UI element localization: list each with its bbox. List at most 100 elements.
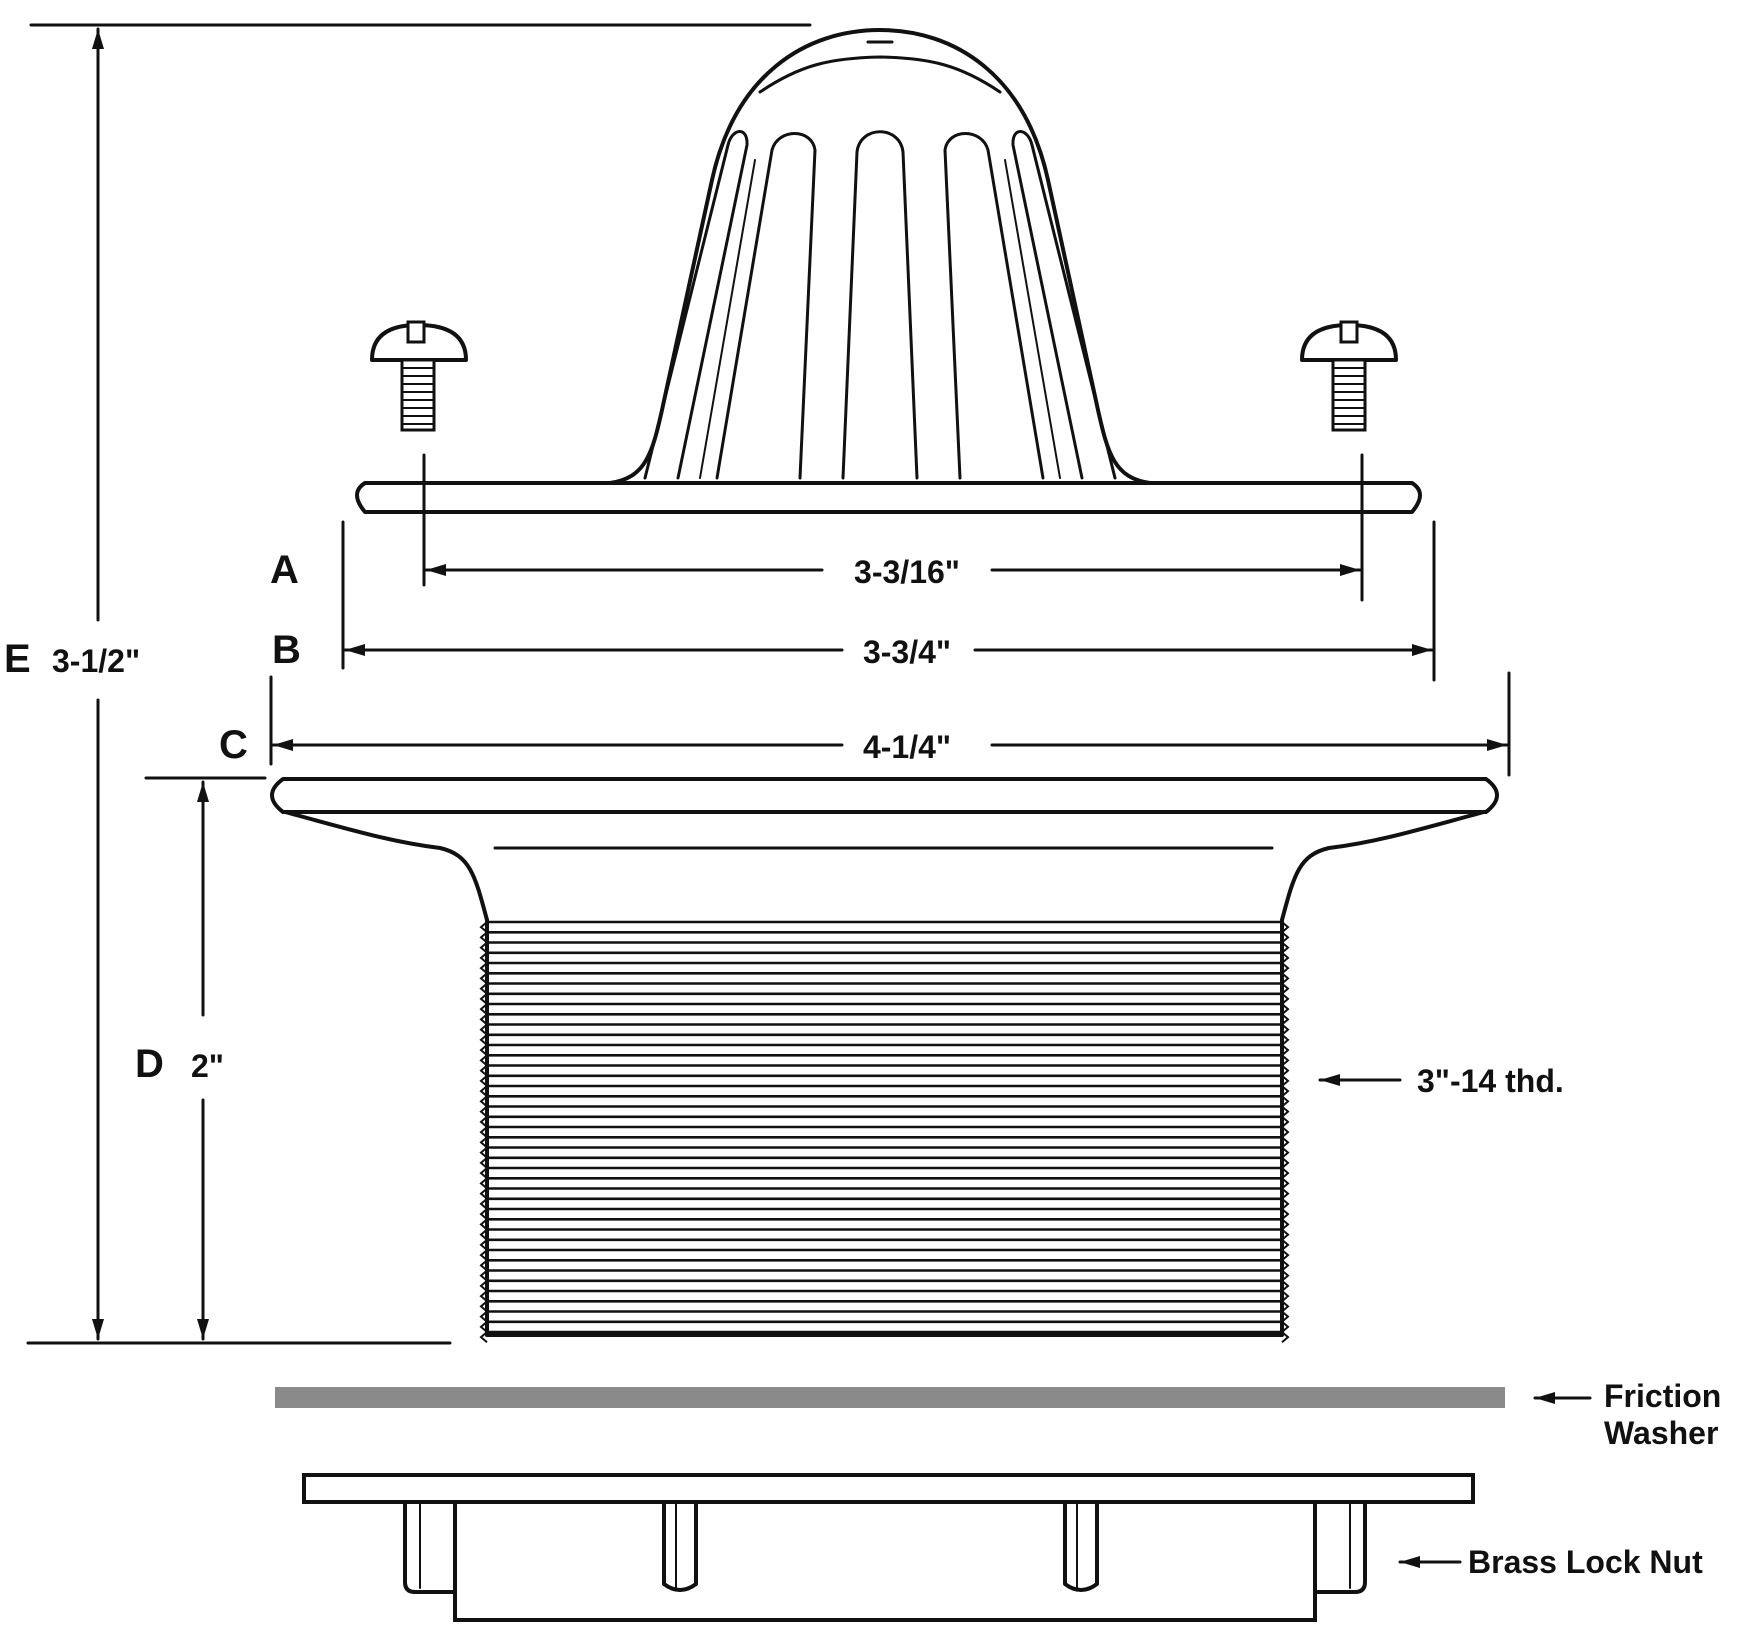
thread-crest-left: [479, 1269, 488, 1282]
thread-crest-left: [479, 1034, 488, 1046]
thread-crest-left: [479, 1280, 488, 1292]
screw-left-icon: [370, 320, 468, 432]
thread-crest-left: [479, 1331, 488, 1343]
thread-crest-left: [479, 982, 488, 995]
thread-crest-left: [479, 1085, 488, 1097]
dim-e-letter: E: [4, 637, 31, 681]
friction-washer: [275, 1387, 1505, 1408]
dim-d-value: 2": [191, 1048, 224, 1084]
thread-crest-right: [1281, 1054, 1290, 1067]
thread-crest-right: [1281, 1085, 1290, 1097]
thread-crest-right: [1281, 1003, 1290, 1015]
thread-crest-right: [1281, 1116, 1290, 1128]
thread-crest-left: [479, 1310, 488, 1323]
thread-crest-left: [479, 1003, 488, 1015]
thread-crest-left: [479, 1126, 488, 1138]
thread-crest-left: [479, 1321, 488, 1333]
thread-crest-left: [479, 1146, 488, 1159]
thread-crest-right: [1281, 982, 1290, 995]
thread-crest-right: [1281, 972, 1290, 985]
thread-crest-right: [1281, 1136, 1290, 1149]
thread-crest-right: [1281, 1187, 1290, 1200]
thread-crest-right: [1281, 1198, 1290, 1210]
thread-crest-left: [479, 931, 488, 944]
thread-crest-right: [1281, 1177, 1290, 1190]
thread-crest-left: [479, 993, 488, 1005]
thread-crest-right: [1281, 1167, 1290, 1179]
thread-crest-right: [1281, 1146, 1290, 1159]
thread-crest-right: [1281, 1321, 1290, 1333]
thread-crest-right: [1281, 962, 1290, 974]
thread-crest-left: [479, 1198, 488, 1210]
thread-crest-right: [1281, 1064, 1290, 1077]
thread-crest-left: [479, 1259, 488, 1272]
thread-crest-left: [479, 1064, 488, 1077]
dome-strainer: [608, 28, 1152, 485]
dim-a-value: 3-3/16": [854, 554, 960, 590]
drain-body: [270, 777, 1499, 1343]
thread-crest-right: [1281, 1290, 1290, 1302]
thread-crest-right: [1281, 941, 1290, 954]
thread-crest-right: [1281, 1075, 1290, 1087]
thread-crest-right: [1281, 1269, 1290, 1282]
thread-crest-left: [479, 962, 488, 974]
thread-callout: 3"-14 thd.: [1417, 1063, 1564, 1099]
thread-crest-left: [479, 1105, 488, 1118]
thread-crest-left: [479, 1167, 488, 1179]
thread-crest-left: [479, 1208, 488, 1220]
thread-crest-right: [1281, 1228, 1290, 1241]
dim-e-value: 3-1/2": [52, 643, 140, 679]
thread-crest-left: [479, 1228, 488, 1241]
thread-crest-right: [1281, 1034, 1290, 1046]
thread-crest-right: [1281, 1013, 1290, 1026]
washer-callout-line1: Friction: [1604, 1378, 1721, 1414]
thread-crest-right: [1281, 1331, 1290, 1343]
thread-crest-right: [1281, 1300, 1290, 1313]
thread-crest-left: [479, 1177, 488, 1190]
thread-lines: [479, 920, 1290, 1343]
thread-crest-left: [479, 1157, 488, 1169]
thread-crest-left: [479, 1187, 488, 1200]
dim-c-value: 4-1/4": [863, 729, 951, 765]
dimension-lines: [26, 23, 1592, 1568]
thread-crest-right: [1281, 1157, 1290, 1169]
locknut-callout: Brass Lock Nut: [1468, 1544, 1703, 1580]
thread-crest-left: [479, 1054, 488, 1067]
dim-b-letter: B: [272, 628, 301, 672]
thread-crest-right: [1281, 1023, 1290, 1036]
thread-crest-left: [479, 1075, 488, 1087]
brass-lock-nut: [302, 1473, 1475, 1622]
thread-crest-left: [479, 1290, 488, 1302]
thread-crest-left: [479, 1249, 488, 1261]
thread-crest-right: [1281, 1259, 1290, 1272]
thread-crest-right: [1281, 1208, 1290, 1220]
dim-a-letter: A: [270, 548, 299, 592]
thread-crest-right: [1281, 1310, 1290, 1323]
thread-crest-left: [479, 1116, 488, 1128]
screw-right-icon: [1300, 320, 1398, 432]
thread-crest-left: [479, 972, 488, 985]
thread-crest-left: [479, 952, 488, 964]
thread-crest-left: [479, 1239, 488, 1251]
thread-crest-right: [1281, 1126, 1290, 1138]
thread-crest-left: [479, 941, 488, 954]
thread-crest-left: [479, 1095, 488, 1108]
thread-crest-right: [1281, 1239, 1290, 1251]
thread-crest-right: [1281, 1095, 1290, 1108]
thread-crest-right: [1281, 931, 1290, 944]
thread-crest-right: [1281, 1218, 1290, 1231]
thread-crest-right: [1281, 1044, 1290, 1056]
dim-c-letter: C: [219, 723, 248, 767]
thread-crest-right: [1281, 952, 1290, 964]
dim-b-value: 3-3/4": [863, 634, 951, 670]
thread-crest-left: [479, 1136, 488, 1149]
thread-crest-left: [479, 1044, 488, 1056]
thread-crest-right: [1281, 1105, 1290, 1118]
thread-crest-right: [1281, 1249, 1290, 1261]
thread-crest-right: [1281, 921, 1290, 933]
thread-crest-left: [479, 1013, 488, 1026]
thread-crest-left: [479, 1300, 488, 1313]
washer-callout-line2: Washer: [1604, 1415, 1718, 1451]
thread-crest-left: [479, 1023, 488, 1036]
